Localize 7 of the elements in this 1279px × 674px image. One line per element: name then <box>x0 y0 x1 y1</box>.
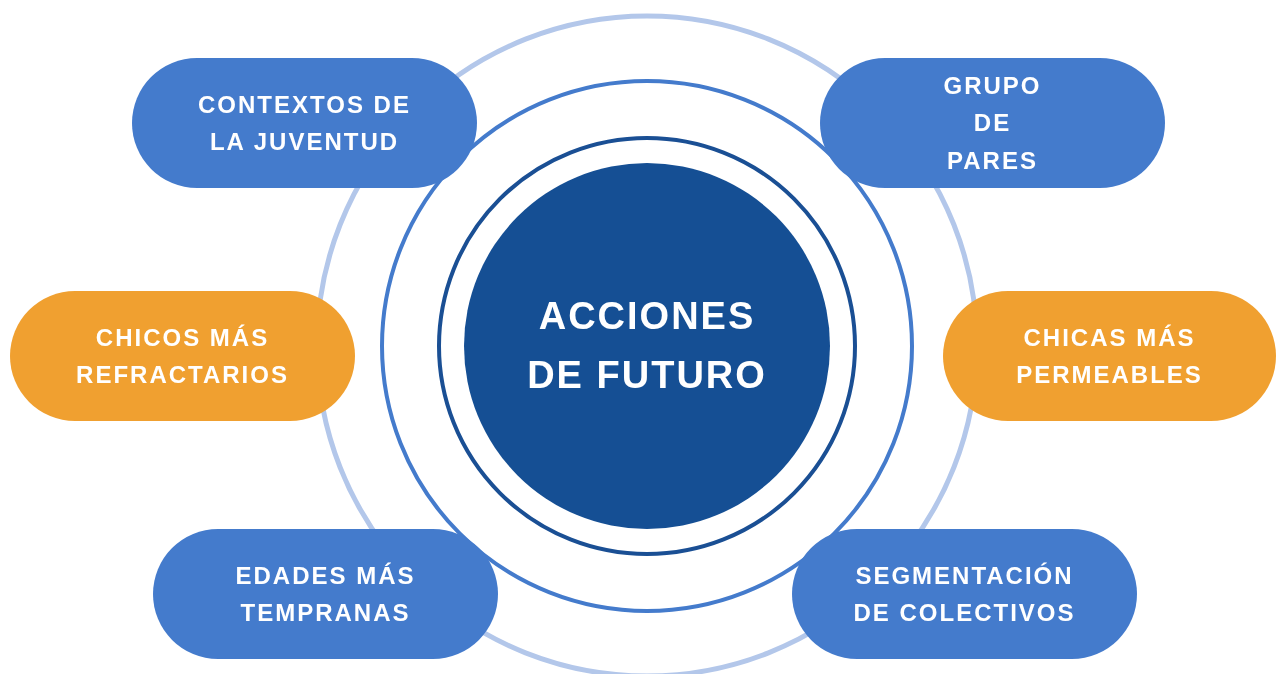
node-label: SEGMENTACIÓN DE COLECTIVOS <box>852 560 1077 628</box>
node-label: CHICOS MÁS REFRACTARIOS <box>75 322 290 390</box>
node-label: GRUPO DE PARES <box>942 71 1043 176</box>
node-label: EDADES MÁS TEMPRANAS <box>234 560 417 628</box>
node-label: CHICAS MÁS PERMEABLES <box>1015 322 1204 390</box>
node-label: ACCIONES DE FUTURO <box>526 294 768 398</box>
node-label: CONTEXTOS DE LA JUVENTUD <box>197 89 412 157</box>
